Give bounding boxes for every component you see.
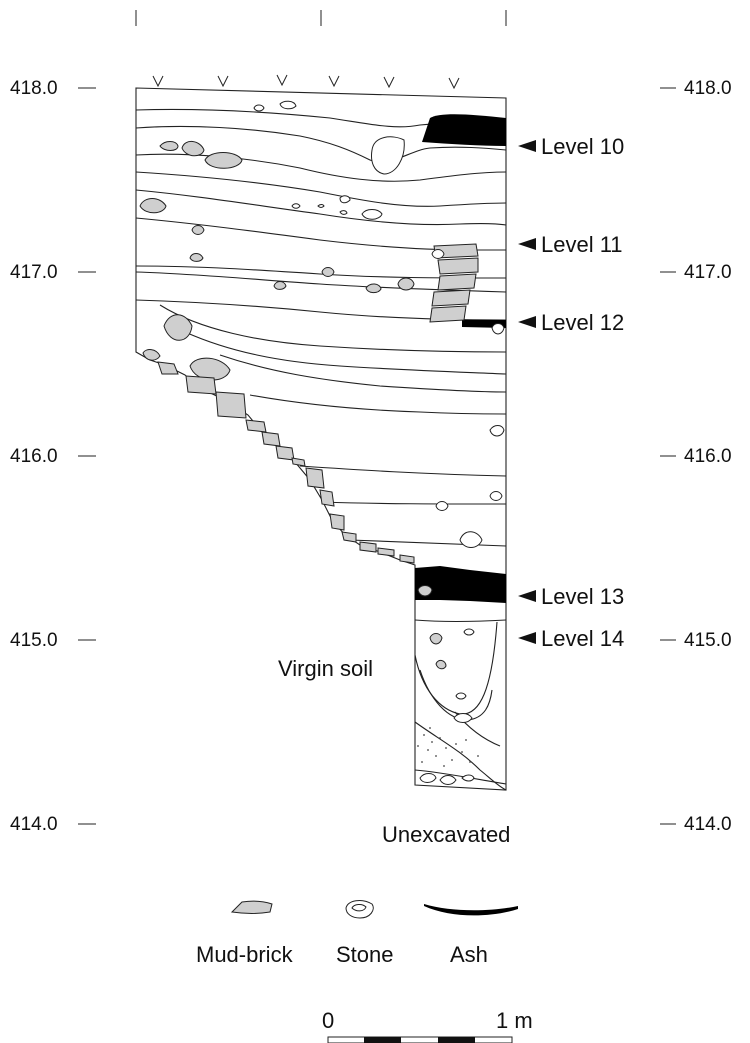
level-13-arrow: [518, 590, 536, 602]
ash-level-10: [422, 114, 506, 146]
legend-stone-label: Stone: [336, 942, 394, 967]
right-elevation-scale: 418.0 417.0 416.0 415.0 414.0: [660, 78, 732, 835]
mud-bricks: [139, 141, 479, 670]
legend-ash-label: Ash: [450, 942, 488, 967]
elev-left-418: 418.0: [10, 78, 58, 99]
scale-end-label: 1 m: [496, 1008, 533, 1033]
legend: Mud-brick Stone Ash: [196, 900, 518, 967]
label-level-13: Level 13: [541, 584, 624, 609]
level-14-arrow: [518, 632, 536, 644]
elev-right-416: 416.0: [684, 446, 732, 467]
ash-level-13: [415, 566, 506, 603]
label-level-14: Level 14: [541, 626, 624, 651]
scale-bar: 0 1 m: [322, 1008, 533, 1043]
top-reference-ticks: [135, 10, 507, 26]
label-level-12: Level 12: [541, 310, 624, 335]
section-outline: [135, 87, 507, 791]
scale-start-label: 0: [322, 1008, 334, 1033]
legend-mudbrick-swatch: [230, 900, 273, 914]
elev-left-416: 416.0: [10, 446, 58, 467]
elev-left-414: 414.0: [10, 814, 58, 835]
level-markers: [518, 140, 536, 644]
elev-left-417: 417.0: [10, 262, 58, 283]
unexcavated-label: Unexcavated: [382, 822, 510, 847]
label-level-10: Level 10: [541, 134, 624, 159]
legend-ash-swatch: [424, 904, 518, 916]
level-10-arrow: [518, 140, 536, 152]
level-12-arrow: [518, 316, 536, 328]
left-elevation-scale: 418.0 417.0 416.0 415.0 414.0: [10, 78, 96, 835]
stones: [253, 100, 505, 785]
surface-marks: [152, 74, 460, 90]
elev-right-414: 414.0: [684, 814, 732, 835]
legend-mudbrick-label: Mud-brick: [196, 942, 294, 967]
ash-deposits: [415, 114, 506, 603]
pit-fill-lines: [414, 619, 507, 791]
sand-fill-dots: [417, 727, 479, 767]
virgin-soil-label: Virgin soil: [278, 656, 373, 681]
elev-right-418: 418.0: [684, 78, 732, 99]
elev-right-415: 415.0: [684, 630, 732, 651]
level-11-arrow: [518, 238, 536, 250]
elev-right-417: 417.0: [684, 262, 732, 283]
label-level-11: Level 11: [541, 232, 623, 257]
elev-left-415: 415.0: [10, 630, 58, 651]
